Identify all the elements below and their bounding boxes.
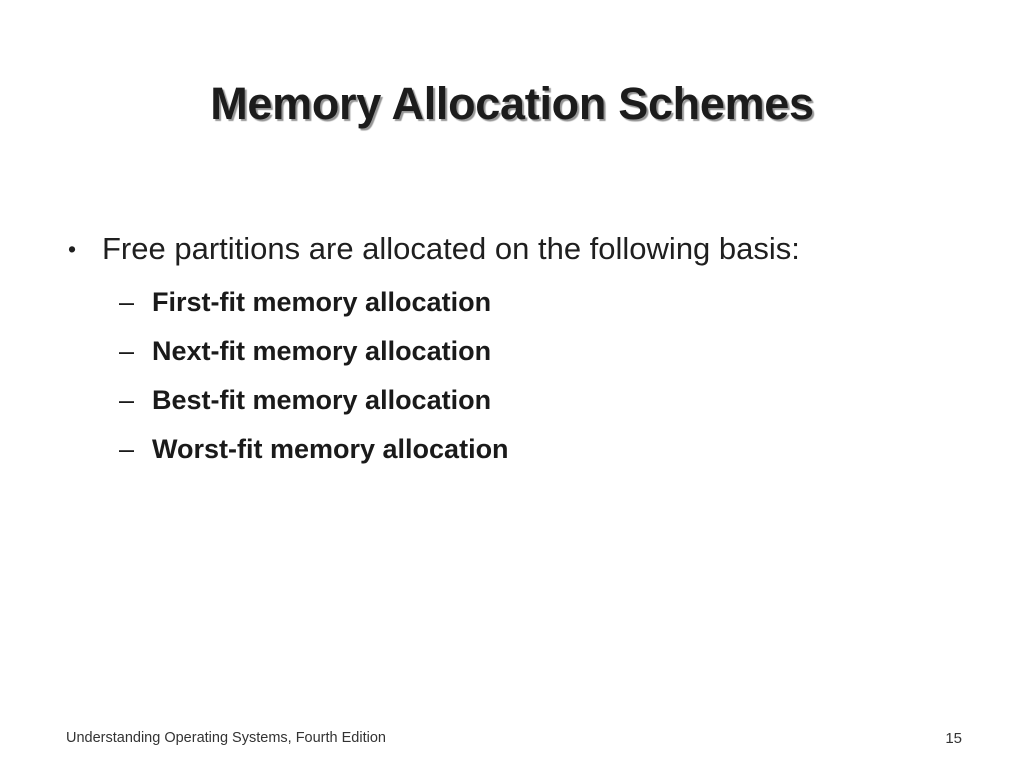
page-number: 15 — [945, 730, 962, 747]
list-item: – Best-fit memory allocation — [119, 376, 972, 425]
sub-bullet-label-first-fit: First-fit memory allocation — [152, 287, 492, 317]
bullet-level1-label: Free partitions are allocated on the fol… — [102, 231, 800, 266]
dash-icon: – — [119, 434, 135, 464]
sub-bullet-label-best-fit: Best-fit memory allocation — [152, 385, 492, 415]
slide-body: • Free partitions are allocated on the f… — [62, 228, 972, 474]
list-item: – Next-fit memory allocation — [119, 327, 972, 376]
dash-icon: – — [119, 287, 135, 317]
footer-source-label: Understanding Operating Systems, Fourth … — [66, 730, 386, 746]
bullet-dot-icon: • — [68, 236, 77, 262]
sub-bullet-label-next-fit: Next-fit memory allocation — [152, 336, 492, 366]
sub-bullet-label-worst-fit: Worst-fit memory allocation — [152, 434, 509, 464]
dash-icon: – — [119, 336, 135, 366]
bullet-level1: • Free partitions are allocated on the f… — [62, 228, 972, 270]
slide-footer: Understanding Operating Systems, Fourth … — [0, 730, 1024, 750]
sub-bullet-list: – First-fit memory allocation – Next-fit… — [62, 278, 972, 474]
page-title: Memory Allocation Schemes — [210, 78, 814, 129]
dash-icon: – — [119, 385, 135, 415]
list-item: – First-fit memory allocation — [119, 278, 972, 327]
list-item: – Worst-fit memory allocation — [119, 425, 972, 474]
